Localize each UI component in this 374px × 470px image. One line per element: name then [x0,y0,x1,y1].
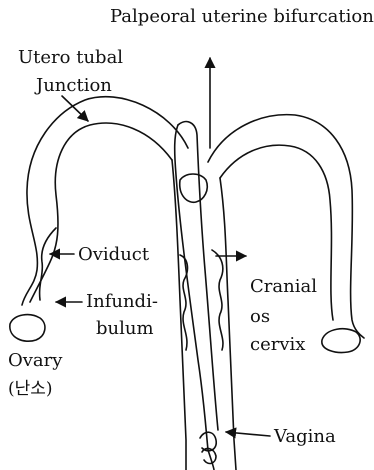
label-cranial-line1: Cranial [250,276,317,297]
label-cranial-line2: os [250,306,270,327]
left-horn-inner [30,123,172,302]
left-ovary [10,315,45,342]
oviduct-tube [40,228,56,300]
label-utj-line1: Utero tubal [18,47,123,68]
label-oviduct: Oviduct [78,244,150,265]
bifurcation-knob [180,174,208,202]
left-horn-outer [22,97,188,305]
cervical-ring-right [212,250,223,350]
label-infund-line1: Infundi- [86,291,158,312]
vagina-arrow [226,432,270,436]
uterine-body-right-wall [220,178,236,470]
label-cranial-line3: cervix [250,334,305,355]
label-infund-line2: bulum [96,318,154,339]
label-bifurcation: Palpeoral uterine bifurcation [110,6,374,27]
label-ovary-line1: Ovary [8,350,63,371]
label-utj-line2: Junction [34,75,112,96]
label-vagina: Vagina [273,426,336,447]
label-ovary-line2: (난소) [8,379,53,399]
right-horn-outer [208,115,364,338]
right-ovary [322,329,360,353]
